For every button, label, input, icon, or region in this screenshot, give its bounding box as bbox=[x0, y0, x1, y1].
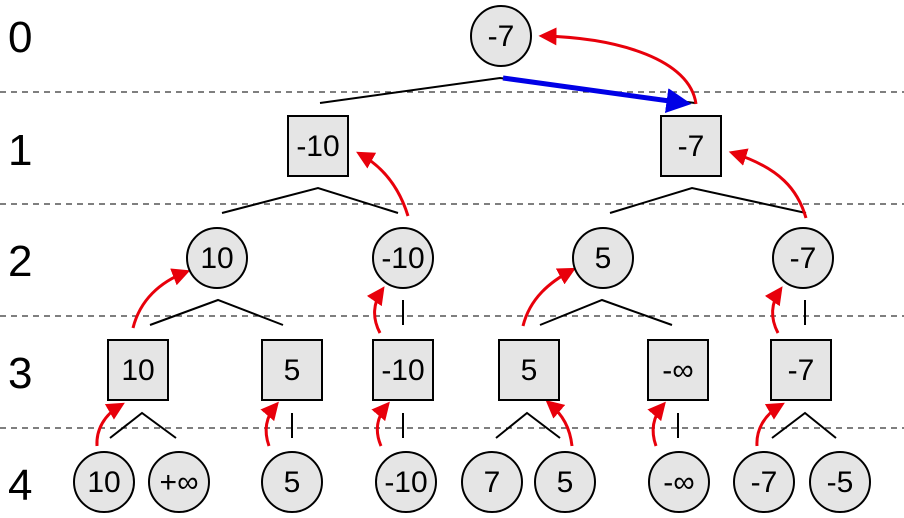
node-value: -7 bbox=[788, 354, 815, 387]
node-d4-f: 5 bbox=[534, 451, 596, 513]
node-root: -7 bbox=[470, 5, 532, 67]
max-node-circle bbox=[572, 227, 634, 289]
value-arrows bbox=[95, 27, 808, 447]
node-d2-d: -7 bbox=[772, 227, 834, 289]
arrow-d4-f-to-d3-d bbox=[545, 400, 574, 447]
node-value: 10 bbox=[200, 242, 233, 275]
min-node-square bbox=[372, 339, 434, 401]
level-separators bbox=[0, 91, 904, 429]
node-value: +∞ bbox=[160, 466, 199, 499]
node-value: 5 bbox=[521, 354, 538, 387]
max-node-circle bbox=[186, 227, 248, 289]
min-node-square bbox=[498, 339, 560, 401]
leaf-node-circle bbox=[261, 451, 323, 513]
node-d4-e: 7 bbox=[461, 451, 523, 513]
node-d3-e: -∞ bbox=[647, 339, 709, 401]
arrow-d4-d-to-d3-c bbox=[371, 401, 390, 447]
depth-label-2: 2 bbox=[8, 237, 32, 286]
node-d4-g: -∞ bbox=[648, 451, 710, 513]
depth-label-1: 1 bbox=[8, 126, 32, 175]
arrow-d4-h-to-d3-f bbox=[755, 402, 785, 447]
edge-d1-right bbox=[609, 186, 807, 214]
node-d4-a: 10 bbox=[73, 451, 135, 513]
leaf-node-circle bbox=[461, 451, 523, 513]
node-d3-b: 5 bbox=[261, 339, 323, 401]
node-d4-i: -5 bbox=[809, 451, 871, 513]
depth-labels: 0 1 2 3 4 bbox=[8, 13, 32, 510]
arrow-d4-g-to-d3-e bbox=[647, 401, 666, 447]
arrow-d4-c-to-d3-b bbox=[260, 401, 279, 447]
edge-d3-d bbox=[495, 411, 561, 439]
edge-d1-left bbox=[221, 186, 399, 214]
node-value: -∞ bbox=[663, 466, 694, 499]
leaf-node-circle bbox=[375, 451, 437, 513]
depth-label-3: 3 bbox=[8, 349, 32, 398]
best-move bbox=[502, 75, 692, 113]
max-node-circle bbox=[372, 227, 434, 289]
node-d4-h: -7 bbox=[733, 451, 795, 513]
node-d4-d: -10 bbox=[375, 451, 437, 513]
node-value: -7 bbox=[790, 242, 817, 275]
arrow-d2-d-to-d1-right bbox=[728, 148, 808, 219]
edge-d2-c bbox=[539, 298, 673, 326]
arrow-d3-c-to-d2-b bbox=[366, 286, 385, 334]
best-move-arrow bbox=[502, 75, 692, 113]
node-d3-d: 5 bbox=[498, 339, 560, 401]
edge-d3-a bbox=[109, 411, 177, 439]
node-value: 5 bbox=[595, 242, 612, 275]
node-d4-b: +∞ bbox=[148, 451, 210, 513]
node-value: 5 bbox=[284, 354, 301, 387]
leaf-node-circle bbox=[733, 451, 795, 513]
arrow-d2-b-to-d1-left bbox=[356, 151, 410, 217]
node-value: -∞ bbox=[662, 354, 693, 387]
leaf-node-circle bbox=[73, 451, 135, 513]
min-node-square bbox=[660, 115, 722, 177]
node-value: -7 bbox=[678, 130, 705, 163]
min-node-square bbox=[287, 115, 349, 177]
node-d3-f: -7 bbox=[770, 339, 832, 401]
node-d1-right: -7 bbox=[660, 115, 722, 177]
edge-d2-a bbox=[149, 298, 284, 326]
node-value: -10 bbox=[381, 242, 424, 275]
node-d2-b: -10 bbox=[372, 227, 434, 289]
arrow-d3-f-to-d2-d bbox=[764, 286, 783, 334]
node-d1-left: -10 bbox=[287, 115, 349, 177]
node-value: -7 bbox=[751, 466, 778, 499]
node-value: -5 bbox=[827, 466, 854, 499]
node-value: 10 bbox=[87, 466, 120, 499]
node-value: 5 bbox=[284, 466, 301, 499]
node-value: -10 bbox=[381, 354, 424, 387]
node-d4-c: 5 bbox=[261, 451, 323, 513]
node-d2-c: 5 bbox=[572, 227, 634, 289]
node-value: -10 bbox=[384, 466, 427, 499]
node-value: 7 bbox=[484, 466, 501, 499]
edge-d3-f bbox=[771, 411, 837, 439]
leaf-node-circle bbox=[809, 451, 871, 513]
leaf-node-circle bbox=[648, 451, 710, 513]
tree-nodes: -7 -10 -7 10 -10 5 -7 10 bbox=[73, 5, 871, 513]
tree-edges bbox=[109, 76, 837, 439]
min-node-square bbox=[647, 339, 709, 401]
min-node-square bbox=[261, 339, 323, 401]
arrow-d3-a-to-d2-a bbox=[131, 268, 191, 329]
node-d3-c: -10 bbox=[372, 339, 434, 401]
node-value: -10 bbox=[296, 130, 339, 163]
min-node-square bbox=[770, 339, 832, 401]
node-value: -7 bbox=[488, 20, 515, 53]
node-value: 10 bbox=[121, 354, 154, 387]
node-d2-a: 10 bbox=[186, 227, 248, 289]
node-d3-a: 10 bbox=[107, 339, 169, 401]
arrow-d3-d-to-d2-c bbox=[521, 267, 576, 327]
depth-label-0: 0 bbox=[8, 13, 32, 62]
arrow-d4-a-to-d3-a bbox=[95, 402, 125, 447]
node-value: 5 bbox=[557, 466, 574, 499]
depth-label-4: 4 bbox=[8, 461, 32, 510]
max-node-circle bbox=[772, 227, 834, 289]
leaf-node-circle bbox=[148, 451, 210, 513]
max-node-circle bbox=[470, 5, 532, 67]
min-node-square bbox=[107, 339, 169, 401]
leaf-node-circle bbox=[534, 451, 596, 513]
